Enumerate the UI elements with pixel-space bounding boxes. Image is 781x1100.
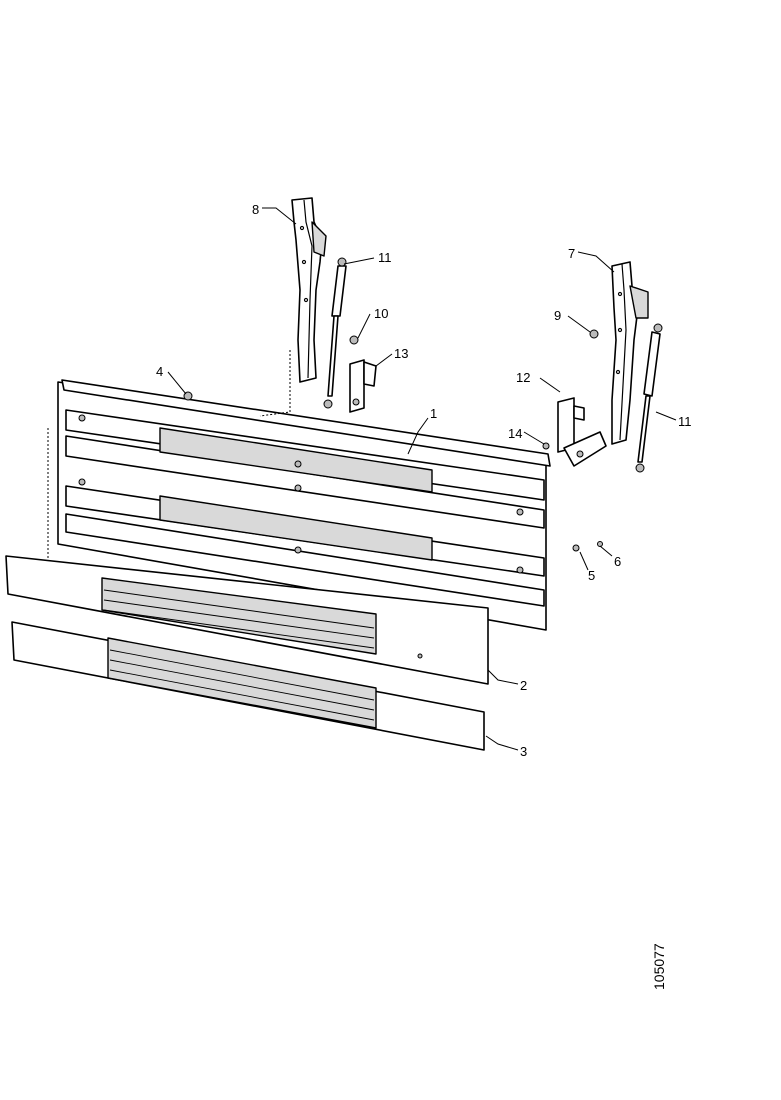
callout-14: 14 — [508, 426, 522, 441]
leader-lines — [167, 207, 677, 751]
callout-5: 5 — [588, 568, 595, 583]
hinge-bracket-right — [611, 261, 649, 445]
nut-part-9 — [589, 329, 599, 339]
clip-part-6 — [597, 541, 603, 547]
callout-6: 6 — [614, 554, 621, 569]
callout-11-left: 11 — [378, 250, 392, 265]
mesh-panel-upper — [5, 555, 489, 685]
callout-10: 10 — [374, 306, 388, 321]
gas-strut-left — [323, 257, 347, 409]
gas-strut-right — [635, 323, 663, 473]
mesh-panel-lower — [11, 621, 485, 751]
alignment-line-hinge-left — [259, 350, 291, 417]
callout-13: 13 — [394, 346, 408, 361]
bolt-part-14 — [542, 442, 550, 450]
callout-7: 7 — [568, 246, 575, 261]
grille-frame — [57, 379, 551, 631]
callout-11-right: 11 — [678, 414, 692, 429]
hinge-bracket-left — [291, 197, 327, 383]
callout-2: 2 — [520, 678, 527, 693]
bracket-13 — [349, 359, 377, 413]
nut-part-10 — [349, 335, 359, 345]
callout-12: 12 — [516, 370, 530, 385]
callout-8: 8 — [252, 202, 259, 217]
drawing-number: 105077 — [651, 943, 667, 990]
callout-9: 9 — [554, 308, 561, 323]
callout-1: 1 — [430, 406, 437, 421]
callout-4: 4 — [156, 364, 163, 379]
bolt-part-5 — [572, 544, 580, 552]
bracket-12 — [557, 397, 607, 467]
callout-3: 3 — [520, 744, 527, 759]
